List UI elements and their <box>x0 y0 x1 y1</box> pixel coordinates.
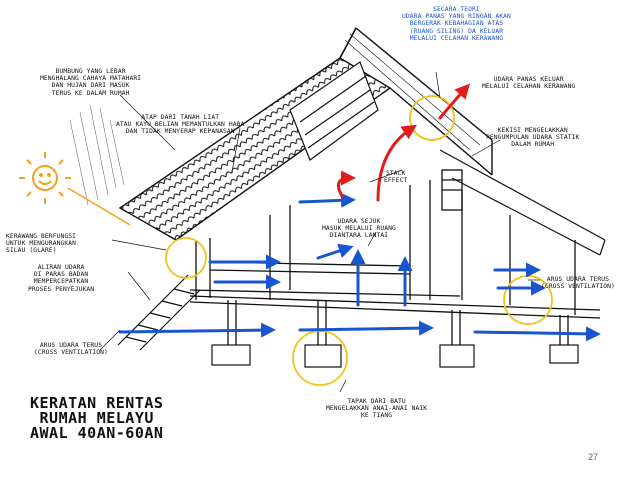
label-theory: SECARA TEORI UDARA PANAS YANG RINGAN AKA… <box>402 6 511 42</box>
right-roof <box>439 149 606 256</box>
label-attap: ATAP DARI TANAH LIAT ATAU KAYU BELIAN ME… <box>116 114 245 136</box>
highlight-circles <box>165 95 553 386</box>
label-kerawang: KERAWANG BERFUNGSI UNTUK MENGURANGKAN SI… <box>6 233 77 255</box>
stone-footings <box>211 344 579 368</box>
page-number: 27 <box>588 452 599 462</box>
label-cool-air: UDARA SEJUK MASUK MELALUI RUANG DIANTARA… <box>322 218 396 240</box>
label-roof-wide: BUMBUNG YANG LEBAR MENGHALANG CAHAYA MAT… <box>40 68 142 97</box>
label-cross-right: ARUS UDARA TERUS (CROSS VENTILATION) <box>541 276 615 291</box>
label-cross-left: ARUS UDARA TERUS (CROSS VENTILATION) <box>34 342 108 357</box>
air-flow-arrows <box>118 192 601 342</box>
label-ceiling-grille: KEKISI MENGELAKKAN PENGUMPULAN UDARA STA… <box>486 127 580 149</box>
label-footing: TAPAK DARI BATU MENGELAKKAN ANAI-ANAI NA… <box>326 398 428 420</box>
label-hot-air-out: UDARA PANAS KELUAR MELALUI CELAHAN KERAW… <box>482 76 576 91</box>
stilts <box>227 300 569 345</box>
staircase <box>117 274 201 351</box>
upper-gable <box>289 61 379 161</box>
label-body-level: ALIRAN UDARA DI PARAS BADAN MEMPERCEPATK… <box>28 264 95 293</box>
leader-lines <box>99 71 540 393</box>
rain-lines <box>69 104 125 206</box>
sun-icon <box>19 152 131 226</box>
house-frame <box>189 169 601 319</box>
label-stack-effect: STACK EFFECT <box>384 170 408 185</box>
diagram-title: KERATAN RENTAS RUMAH MELAYU AWAL 40AN-60… <box>30 394 164 442</box>
hot-air-arrows <box>336 83 471 202</box>
